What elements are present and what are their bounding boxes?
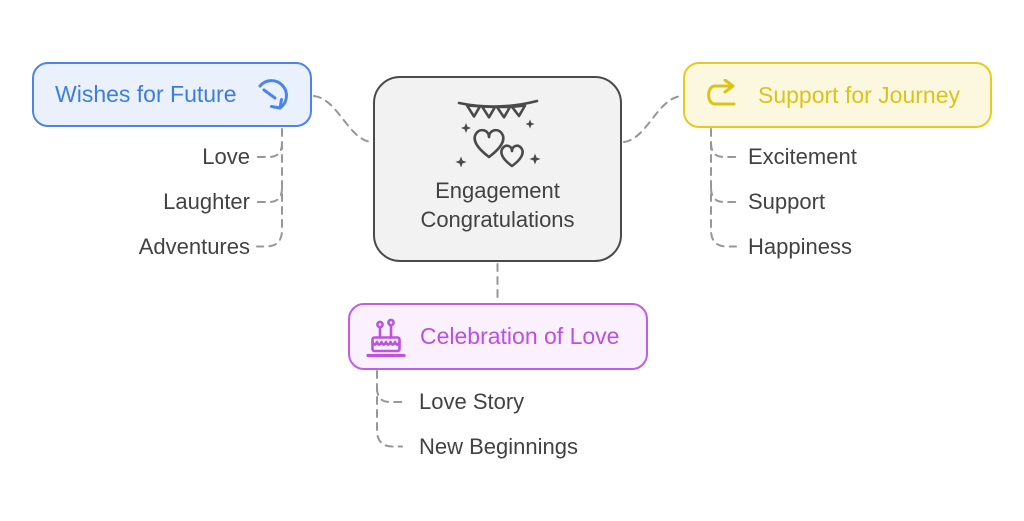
connector-wishes-laughter	[254, 187, 283, 203]
item-happiness[interactable]: Happiness	[748, 234, 852, 259]
branch-node-wishes-for-future[interactable]: Wishes for Future	[32, 62, 312, 127]
birthday-cake-icon	[366, 318, 406, 357]
connector-support-spine	[710, 128, 737, 248]
connector-celebration-lovestory	[376, 387, 403, 403]
branch-label-support: Support for Journey	[758, 81, 961, 108]
branch-node-celebration-of-love[interactable]: Celebration of Love	[348, 303, 648, 370]
center-node-title: Engagement Congratulations	[420, 176, 574, 234]
rotate-clockwise-arrow-icon	[258, 78, 288, 109]
center-title-line2: Congratulations	[420, 207, 575, 232]
branch-label-celebration: Celebration of Love	[420, 323, 620, 349]
item-love-story[interactable]: Love Story	[419, 389, 525, 414]
center-node-engagement[interactable]: Engagement Congratulations	[373, 76, 622, 262]
connector-support-support	[710, 187, 739, 203]
center-title-line1: Engagement	[435, 178, 560, 203]
item-laughter[interactable]: Laughter	[163, 189, 250, 214]
branch-label-wishes: Wishes for Future	[55, 81, 237, 107]
item-adventures[interactable]: Adventures	[138, 234, 250, 259]
connector-wishes-center	[313, 95, 372, 143]
connector-wishes-spine	[256, 128, 283, 248]
item-new-beginnings[interactable]: New Beginnings	[419, 434, 578, 459]
connector-wishes-love	[254, 142, 283, 158]
redo-arrow-icon	[707, 79, 736, 106]
connector-support-excitement	[710, 142, 739, 158]
branch-node-support-for-journey[interactable]: Support for Journey	[683, 62, 992, 128]
item-love[interactable]: Love	[202, 144, 250, 169]
hearts-banner-icon	[455, 99, 540, 168]
connector-center-support	[623, 95, 682, 143]
connector-celebration-spine	[376, 370, 403, 448]
item-excitement[interactable]: Excitement	[748, 144, 857, 169]
item-support[interactable]: Support	[748, 189, 826, 214]
